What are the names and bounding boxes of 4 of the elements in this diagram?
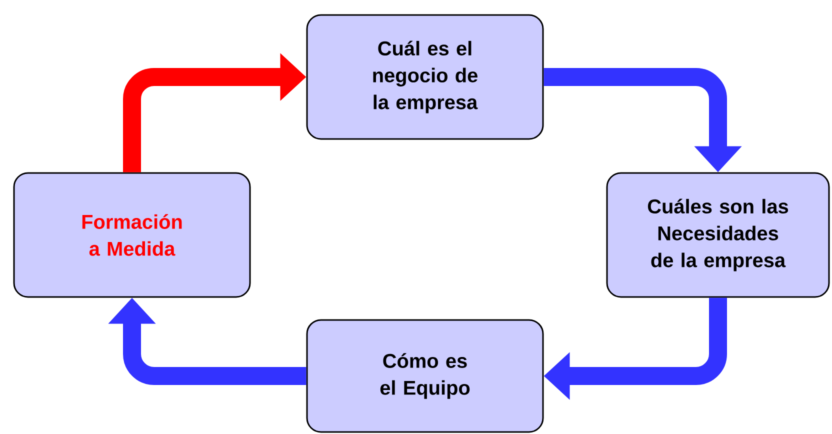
- process-box: Cómo es el Equipo: [306, 319, 544, 433]
- process-box: Cuáles son las Necesidades de la empresa: [606, 172, 830, 298]
- process-box: Cuál es el negocio de la empresa: [306, 14, 544, 140]
- process-box: Formación a Medida: [13, 172, 251, 298]
